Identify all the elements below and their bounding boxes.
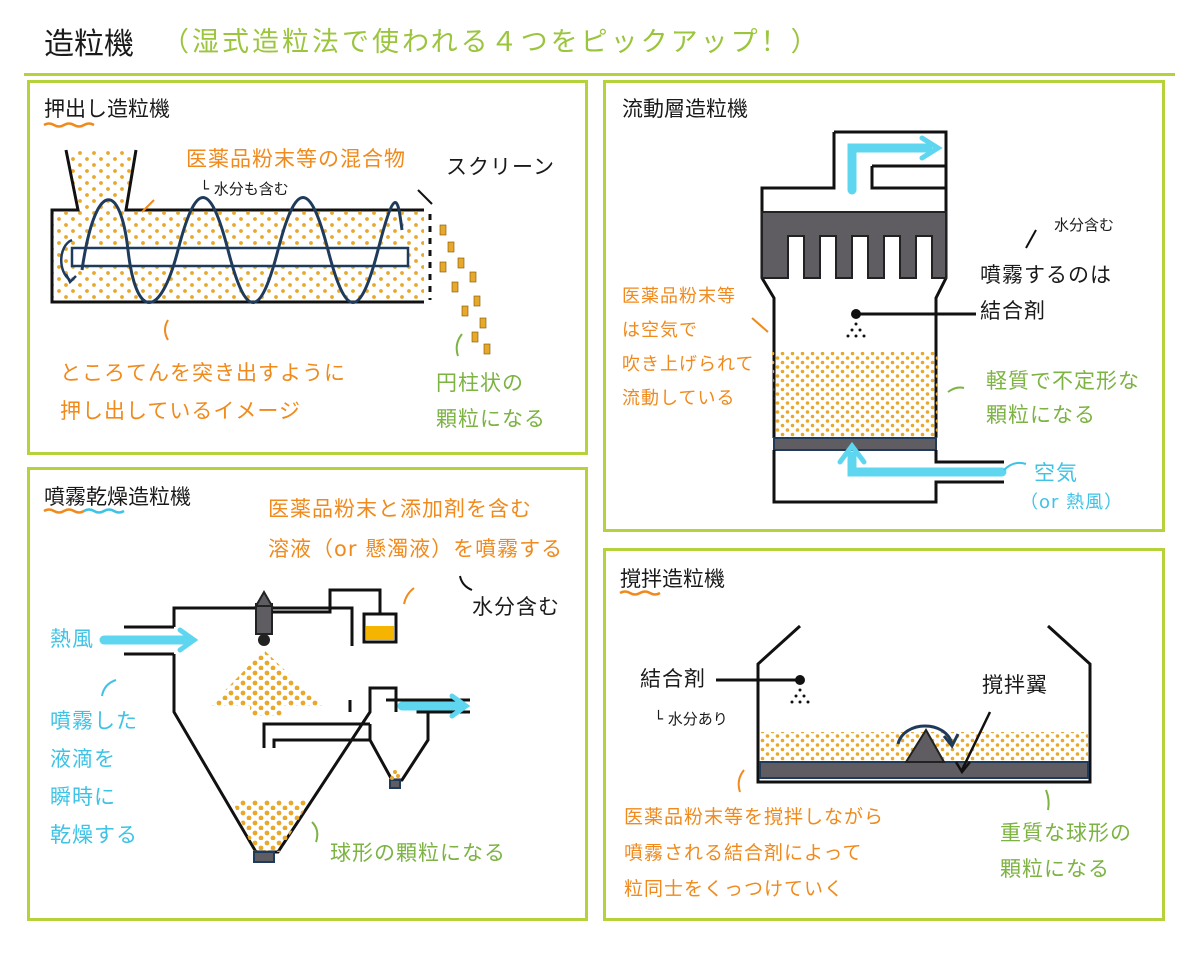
spray-solution-line2: 溶液（or 懸濁液）を噴霧する — [268, 537, 564, 561]
extrusion-desc-line1: ところてんを突き出すように — [60, 361, 346, 385]
spray-diagram — [99, 575, 473, 863]
fluidized-powder-line4: 流動している — [622, 388, 736, 409]
fluidized-powder-line2: は空気で — [622, 320, 698, 341]
spray-drop-line4: 乾燥する — [50, 823, 138, 847]
agitation-blade-label: 撹拌翼 — [982, 673, 1048, 697]
extrusion-title: 押出し造粒機 — [44, 97, 170, 121]
header-divider — [24, 73, 1175, 76]
page-subtitle: （湿式造粒法で使われる４つをピックアップ！） — [162, 27, 821, 58]
extrusion-material-label: 医薬品粉末等の混合物 — [186, 147, 406, 171]
extrusion-result-line1: 円柱状の — [436, 371, 524, 395]
panel-fluidized — [603, 80, 1165, 532]
title-underline-agitation — [619, 590, 661, 596]
agitation-desc-line1: 医薬品粉末等を撹拌しながら — [624, 806, 885, 828]
agitation-result-line1: 重質な球形の — [1000, 821, 1132, 845]
extrusion-diagram — [50, 149, 491, 357]
page-title: 造粒機 — [44, 27, 134, 62]
fluidized-diagram — [751, 130, 1037, 504]
spray-title: 噴霧乾燥造粒機 — [44, 485, 191, 509]
extrusion-desc-line2: 押し出しているイメージ — [60, 399, 301, 423]
spray-moisture-label: 水分含む — [472, 595, 560, 619]
fluidized-result-line1: 軽質で不定形な — [986, 369, 1140, 393]
fluidized-air-line2: （or 熱風） — [1020, 492, 1124, 513]
agitation-desc-line3: 粒同士をくっつけていく — [624, 878, 845, 900]
title-underline-spray — [43, 508, 125, 514]
extrusion-material-note: └ 水分も含む — [200, 180, 289, 198]
fluidized-moisture-label: 水分含む — [1054, 216, 1115, 234]
agitation-diagram — [716, 624, 1092, 811]
fluidized-powder-line1: 医薬品粉末等 — [622, 286, 736, 307]
agitation-binder-note: └ 水分あり — [654, 710, 728, 728]
panel-agitation — [603, 548, 1165, 921]
panel-spray — [27, 467, 588, 921]
extrusion-screen-label: スクリーン — [446, 155, 555, 179]
fluidized-powder-line3: 吹き上げられて — [622, 354, 755, 375]
spray-drop-line3: 瞬時に — [50, 785, 116, 809]
fluidized-title: 流動層造粒機 — [622, 97, 748, 121]
spray-result-label: 球形の顆粒になる — [330, 841, 506, 865]
spray-drop-line2: 液滴を — [50, 747, 116, 771]
agitation-desc-line2: 噴霧される結合剤によって — [624, 842, 863, 864]
fluidized-spray-line1: 噴霧するのは — [980, 263, 1112, 287]
panel-extrusion — [27, 80, 588, 455]
spray-solution-line1: 医薬品粉末と添加剤を含む — [268, 497, 532, 521]
fluidized-spray-line2: 結合剤 — [980, 299, 1046, 323]
title-underline-extrusion — [43, 122, 95, 128]
fluidized-result-line2: 顆粒になる — [986, 403, 1096, 427]
agitation-title: 撹拌造粒機 — [620, 567, 725, 591]
spray-hot-air-label: 熱風 — [50, 627, 94, 651]
fluidized-air-line1: 空気 — [1034, 461, 1078, 485]
agitation-result-line2: 顆粒になる — [1000, 857, 1110, 881]
spray-drop-line1: 噴霧した — [50, 709, 138, 733]
agitation-binder-label: 結合剤 — [640, 667, 706, 691]
extrusion-result-line2: 顆粒になる — [436, 407, 546, 431]
